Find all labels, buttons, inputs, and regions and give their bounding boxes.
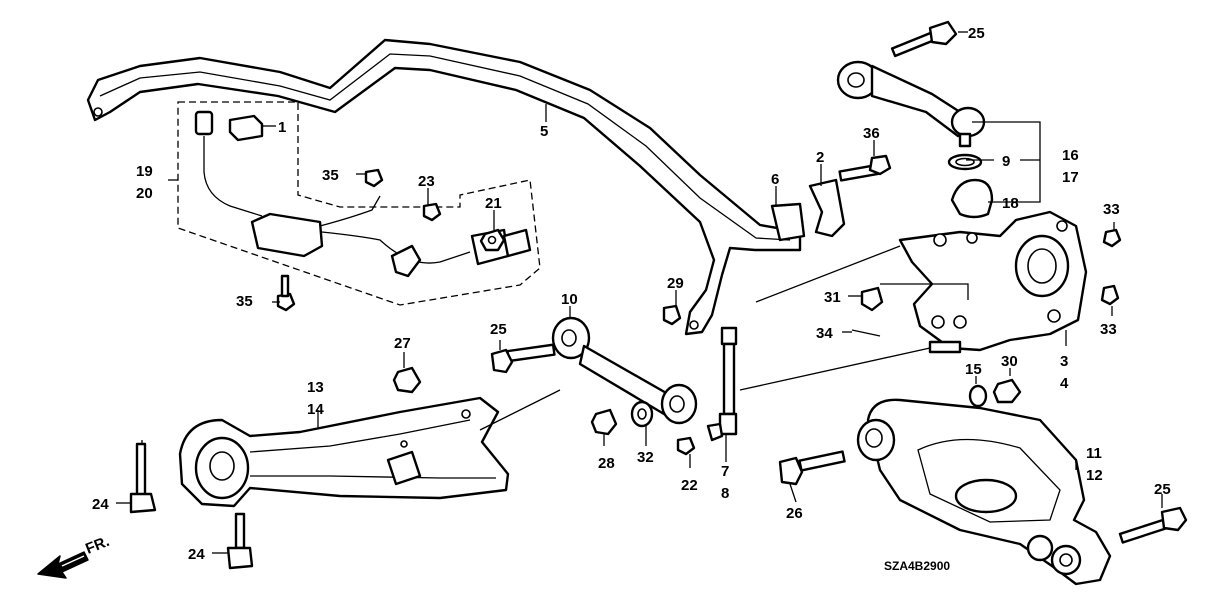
label-33a: 33 (1103, 201, 1120, 218)
diagram-code: SZA4B2900 (884, 559, 950, 573)
label-24b: 24 (188, 546, 205, 563)
label-15: 15 (965, 361, 982, 378)
sensor-group (177, 101, 541, 312)
stabilizer-bar (86, 38, 802, 336)
upper-arm (836, 20, 994, 219)
label-10: 10 (561, 291, 578, 308)
label-27: 27 (394, 335, 411, 352)
label-35a: 35 (322, 167, 339, 184)
label-28: 28 (598, 455, 615, 472)
label-26: 26 (786, 505, 803, 522)
label-18: 18 (1002, 195, 1019, 212)
knuckle (851, 210, 1122, 408)
leader-lines (116, 31, 1163, 554)
label-11: 11 (1086, 445, 1102, 462)
label-4: 4 (1060, 375, 1069, 392)
label-8: 8 (721, 485, 729, 502)
front-direction-arrow-icon: FR. (37, 533, 112, 579)
bushing-bracket (770, 154, 892, 242)
label-30: 30 (1001, 353, 1018, 370)
label-5: 5 (540, 123, 548, 140)
lateral-arm (490, 304, 698, 456)
label-14: 14 (307, 401, 324, 418)
label-7: 7 (721, 463, 729, 480)
label-9: 9 (1002, 153, 1010, 170)
label-21: 21 (485, 195, 502, 212)
label-36: 36 (863, 125, 880, 142)
label-12: 12 (1086, 467, 1103, 484)
label-3: 3 (1060, 353, 1068, 370)
direction-label: FR. (83, 533, 112, 558)
label-25a: 25 (968, 25, 985, 42)
part-labels: 1 2 3 4 5 6 7 8 9 10 11 12 13 14 15 16 1… (92, 25, 1171, 563)
label-25c: 25 (1154, 481, 1171, 498)
stabilizer-link (706, 326, 738, 442)
label-25b: 25 (490, 321, 507, 338)
label-33b: 33 (1100, 321, 1117, 338)
label-23: 23 (418, 173, 435, 190)
label-1: 1 (278, 119, 286, 136)
label-24a: 24 (92, 496, 109, 513)
label-34: 34 (816, 325, 833, 342)
label-19: 19 (136, 163, 153, 180)
label-22: 22 (681, 477, 698, 494)
trailing-arm (129, 366, 510, 570)
label-17: 17 (1062, 169, 1079, 186)
label-29: 29 (667, 275, 684, 292)
label-2: 2 (816, 149, 824, 166)
lower-arm (778, 398, 1188, 586)
label-20: 20 (136, 185, 153, 202)
label-16: 16 (1062, 147, 1079, 164)
label-31: 31 (824, 289, 841, 306)
label-32: 32 (637, 449, 654, 466)
label-35b: 35 (236, 293, 253, 310)
label-13: 13 (307, 379, 324, 396)
label-6: 6 (771, 171, 779, 188)
